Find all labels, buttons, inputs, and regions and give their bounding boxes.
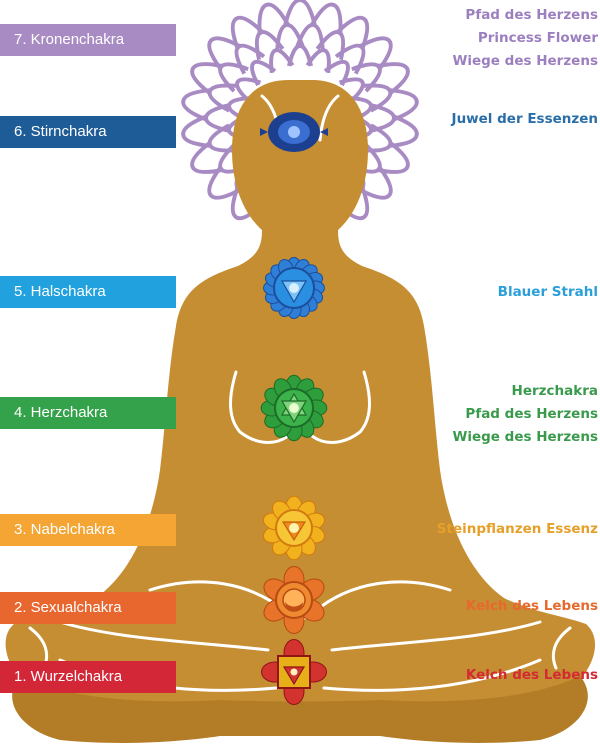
- essence-item: Herzchakra: [511, 383, 598, 399]
- lotus-petal: [363, 123, 393, 153]
- essence-item: Pfad des Herzens: [465, 7, 598, 23]
- essence-list-3: Steinpflanzen Essenz: [437, 518, 598, 541]
- chakra-symbol-3: [262, 495, 326, 561]
- lotus-petal: [295, 22, 325, 51]
- chakra-label-6: 6. Stirnchakra: [0, 116, 176, 148]
- lotus-petal: [207, 165, 242, 200]
- lotus-petal: [388, 114, 419, 148]
- chakra-label-3: 3. Nabelchakra: [0, 514, 176, 546]
- lotus-petal: [234, 43, 266, 75]
- essence-list-1: Kelch des Lebens: [466, 664, 598, 687]
- lotus-petal: [377, 62, 410, 96]
- lap-shape: [12, 676, 588, 743]
- essence-item: Wiege des Herzens: [452, 429, 598, 445]
- lotus-petal: [287, 44, 313, 67]
- lotus-petal: [257, 2, 291, 35]
- chakra-symbol-1: [261, 639, 327, 705]
- essence-item: Steinpflanzen Essenz: [436, 521, 598, 537]
- essence-list-7: Pfad des Herzens Princess Flower Wiege d…: [452, 4, 598, 73]
- essence-item: Blauer Strahl: [497, 284, 598, 300]
- lotus-petal: [351, 62, 382, 93]
- chakra-symbol-6: [260, 112, 328, 152]
- lotus-petal: [338, 77, 365, 104]
- lotus-petal: [323, 59, 351, 87]
- essence-list-4: Herzchakra Pfad des Herzens Wiege des He…: [452, 380, 598, 449]
- lotus-petal: [230, 15, 265, 50]
- lotus-petal: [335, 15, 370, 50]
- lotus-petal: [190, 62, 223, 96]
- chakra-label-2: 2. Sexualchakra: [0, 592, 176, 624]
- lotus-petal: [315, 30, 346, 61]
- lotus-petal: [309, 2, 343, 35]
- essence-item: Kelch des Lebens: [465, 598, 598, 614]
- lotus-petal: [190, 140, 223, 174]
- lotus-petal: [358, 165, 393, 200]
- chakra-symbols: [260, 112, 328, 705]
- lotus-petal: [305, 48, 331, 74]
- essence-item: Wiege des Herzens: [452, 53, 598, 69]
- lotus-petal: [207, 123, 237, 153]
- essence-item: Kelch des Lebens: [465, 667, 598, 683]
- chakra-label-5: 5. Halschakra: [0, 276, 176, 308]
- lotus-petal: [254, 30, 285, 61]
- lotus-petal: [377, 140, 410, 174]
- essence-item: Pfad des Herzens: [465, 406, 598, 422]
- essence-list-5: Blauer Strahl: [498, 281, 598, 304]
- lotus-petal: [388, 88, 419, 122]
- lotus-petal: [235, 77, 262, 104]
- lotus-petal: [181, 114, 212, 148]
- lotus-petal: [358, 36, 393, 71]
- chakra-symbol-4: [260, 374, 328, 442]
- lotus-petal: [363, 83, 393, 113]
- lotus-petal: [181, 88, 212, 122]
- lotus-petal: [369, 103, 396, 133]
- lotus-petal: [207, 83, 237, 113]
- essence-list-2: Kelch des Lebens: [466, 595, 598, 618]
- lotus-petal: [249, 59, 277, 87]
- lotus-petal: [269, 48, 295, 74]
- chakra-symbol-5: [263, 257, 325, 319]
- essence-list-6: Juwel der Essenzen: [452, 108, 598, 131]
- lotus-petal: [218, 62, 249, 93]
- chakra-label-4: 4. Herzchakra: [0, 397, 176, 429]
- lotus-petal: [275, 22, 305, 51]
- lotus-petal: [283, 0, 317, 27]
- lotus-petal: [204, 103, 231, 133]
- essence-item: Juwel der Essenzen: [451, 111, 598, 127]
- lotus-petal: [207, 36, 242, 71]
- lotus-petal: [334, 43, 366, 75]
- chakra-symbol-2: [263, 566, 325, 634]
- chakra-label-1: 1. Wurzelchakra: [0, 661, 176, 693]
- chakra-label-7: 7. Kronenchakra: [0, 24, 176, 56]
- essence-item: Princess Flower: [477, 30, 598, 46]
